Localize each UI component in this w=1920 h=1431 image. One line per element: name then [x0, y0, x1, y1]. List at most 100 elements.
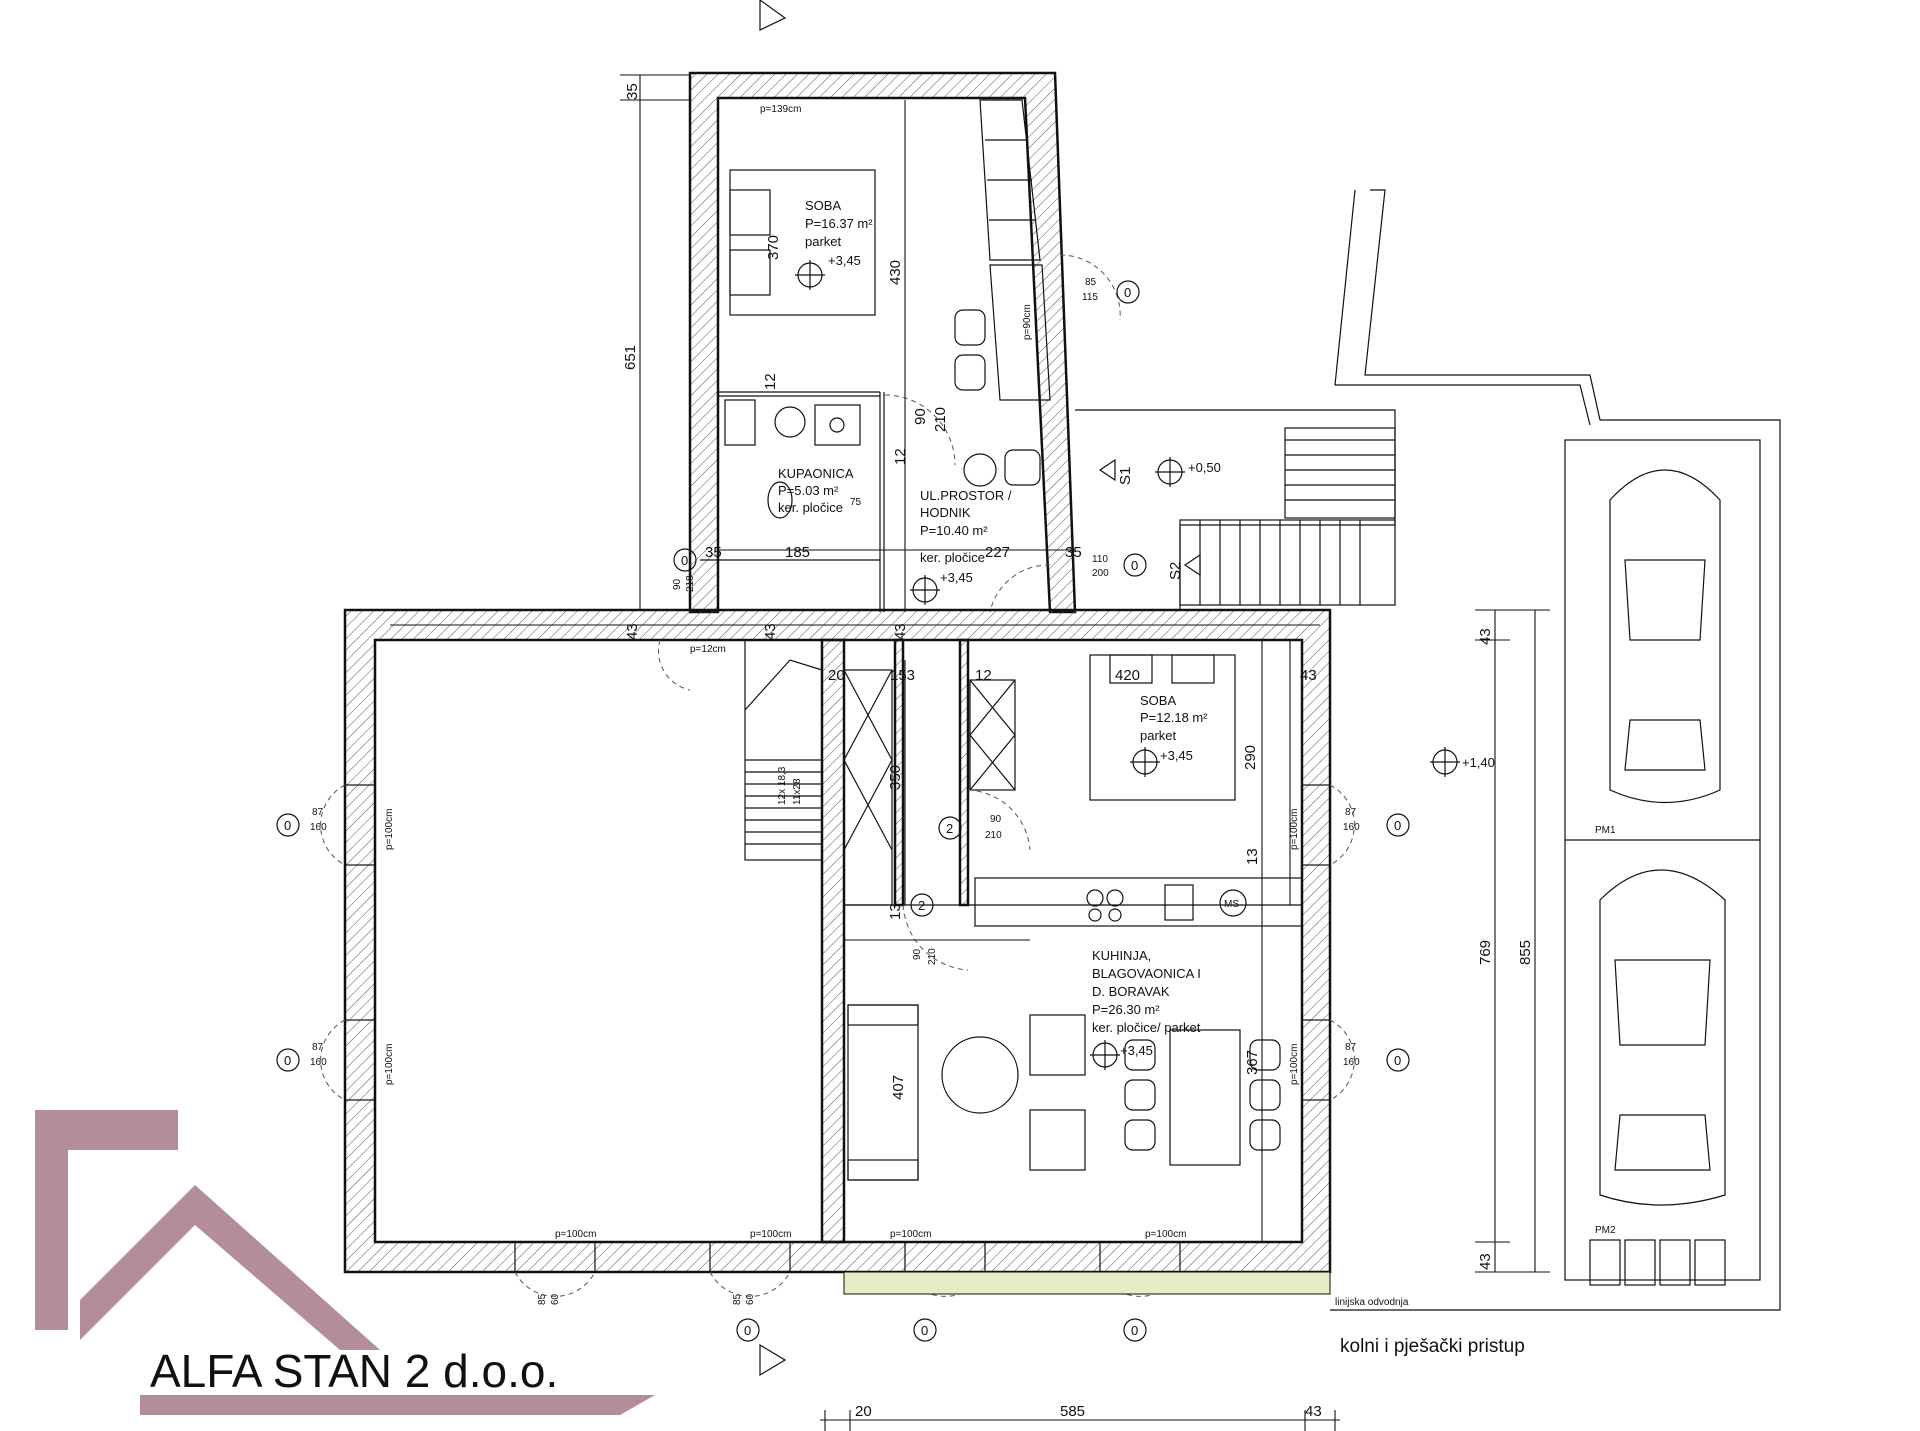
room-name-hodnik-1: UL.PROSTOR / — [920, 488, 1012, 503]
level-yard: +1,40 — [1462, 755, 1495, 770]
dim-85: 85 — [1085, 277, 1097, 288]
dim-185: 185 — [785, 544, 810, 561]
window-p100-left-2: p=100cm — [384, 1044, 395, 1085]
door-90-kuhinja: 90 — [912, 948, 923, 960]
stair-s1: S1 — [1117, 467, 1134, 485]
level-marker-hodnik — [910, 575, 940, 605]
level-terrace: +0,50 — [1188, 460, 1221, 475]
window-p90: p=90cm — [1022, 304, 1033, 340]
dim-43c: 43 — [892, 623, 909, 640]
stair-inner-2: 11x28 — [792, 778, 803, 805]
room-area-kupaonica: P=5.03 m² — [778, 483, 839, 498]
main-building — [320, 608, 1355, 1297]
window-p12: p=12cm — [690, 644, 726, 655]
dim-651: 651 — [622, 345, 639, 370]
access-label: kolni i pješački pristup — [1340, 1336, 1525, 1357]
window-87-right-1: 87 — [1345, 807, 1357, 818]
level-marker-terrace — [1155, 457, 1185, 487]
room-name-soba-lower: SOBA — [1140, 693, 1176, 708]
dim-210: 210 — [932, 407, 949, 432]
brand-logo — [35, 1110, 655, 1415]
marker-0-d: 0 — [284, 1053, 291, 1068]
marker-0-e: 0 — [1394, 818, 1401, 833]
parking — [1564, 439, 1761, 1286]
dim-290: 290 — [1242, 745, 1259, 770]
parking-pm1: PM1 — [1595, 825, 1616, 836]
marker-0-f: 0 — [1394, 1053, 1401, 1068]
stair-inner: 12x 18,3 — [777, 766, 788, 805]
terrace-stairs — [1075, 189, 1781, 1311]
dim-12a: 12 — [762, 373, 779, 390]
drain-label: linijska odvodnja — [1335, 1297, 1409, 1308]
room-floor-soba-lower: parket — [1140, 728, 1177, 743]
dim-90: 90 — [912, 408, 929, 425]
dim-43d: 43 — [1300, 667, 1317, 684]
marker-2-b: 2 — [918, 898, 925, 913]
level-marker-kuhinja — [1090, 1040, 1120, 1070]
level-marker-soba-upper — [795, 260, 825, 290]
marker-0-h: 0 — [1131, 1323, 1138, 1338]
room-name-soba-upper: SOBA — [805, 198, 841, 213]
dim-110: 110 — [1092, 554, 1108, 565]
room-name-kupaonica: KUPAONICA — [778, 466, 854, 481]
room-level-soba-upper: +3,45 — [828, 253, 861, 268]
parking-pm2: PM2 — [1595, 1225, 1616, 1236]
dim-13a: 13 — [1244, 848, 1261, 865]
dim-35a: 35 — [705, 544, 722, 561]
window-85-bottom-1: 85 — [537, 1293, 548, 1305]
dim-153: 153 — [890, 667, 915, 684]
dim-20a: 20 — [828, 667, 845, 684]
room-area-soba-lower: P=12.18 m² — [1140, 710, 1208, 725]
marker-0-a: 0 — [1124, 285, 1131, 300]
marker-0-j: 0 — [681, 553, 688, 568]
dim-13b: 13 — [887, 903, 904, 920]
window-87-left-1: 87 — [312, 807, 324, 818]
dim-350: 350 — [887, 765, 904, 790]
marker-0-g: 0 — [921, 1323, 928, 1338]
kitchen-ms-label: MS — [1224, 899, 1239, 910]
room-floor-hodnik: ker. pločice — [920, 550, 985, 565]
text-labels: SOBA P=16.37 m² parket +3,45 KUPAONICA P… — [150, 83, 1616, 1420]
marker-0-b: 0 — [1131, 558, 1138, 573]
window-87-left-2: 87 — [312, 1042, 324, 1053]
room-level-kuhinja: +3,45 — [1120, 1043, 1153, 1058]
dimension-lines — [390, 74, 1550, 1431]
dim-43b: 43 — [762, 623, 779, 640]
room-floor-soba-upper: parket — [805, 234, 842, 249]
door-210-soba: 210 — [985, 830, 1002, 841]
room-area-soba-upper: P=16.37 m² — [805, 216, 873, 231]
markers — [276, 0, 1460, 1377]
dim-b43: 43 — [1305, 1403, 1322, 1420]
dim-407: 407 — [890, 1075, 907, 1100]
room-name-kuhinja-2: BLAGOVAONICA I — [1092, 966, 1201, 981]
brand-name: ALFA STAN 2 d.o.o. — [150, 1345, 558, 1397]
dim-367: 367 — [1244, 1050, 1261, 1075]
dim-420: 420 — [1115, 667, 1140, 684]
dim-12c: 12 — [975, 667, 992, 684]
window-60-bottom-1: 60 — [550, 1293, 561, 1305]
room-name-hodnik-2: HODNIK — [920, 505, 971, 520]
marker-0-i: 0 — [744, 1323, 751, 1338]
window-160-right-2: 160 — [1343, 1057, 1360, 1068]
logo-house-icon — [35, 1110, 655, 1415]
room-floor-kupaonica: ker. pločice — [778, 500, 843, 515]
window-218-door: 218 — [685, 575, 696, 592]
dim-43e: 43 — [1477, 628, 1494, 645]
room-level-hodnik: +3,45 — [940, 570, 973, 585]
room-name-kuhinja-1: KUHINJA, — [1092, 948, 1151, 963]
dim-430: 430 — [887, 260, 904, 285]
room-area-hodnik: P=10.40 m² — [920, 523, 988, 538]
stair-s2: S2 — [1167, 562, 1184, 580]
room-floor-kuhinja: ker. pločice/ parket — [1092, 1020, 1201, 1035]
room-area-kuhinja: P=26.30 m² — [1092, 1002, 1160, 1017]
window-87-right-2: 87 — [1345, 1042, 1357, 1053]
marker-2-a: 2 — [946, 821, 953, 836]
window-160-left-2: 160 — [310, 1057, 327, 1068]
window-85-bottom-2: 85 — [732, 1293, 743, 1305]
dim-43a: 43 — [624, 623, 641, 640]
room-level-soba-lower: +3,45 — [1160, 748, 1193, 763]
dim-200: 200 — [1092, 568, 1109, 579]
dim-b20: 20 — [855, 1403, 872, 1420]
dim-855: 855 — [1517, 940, 1534, 965]
dim-75: 75 — [850, 497, 862, 508]
